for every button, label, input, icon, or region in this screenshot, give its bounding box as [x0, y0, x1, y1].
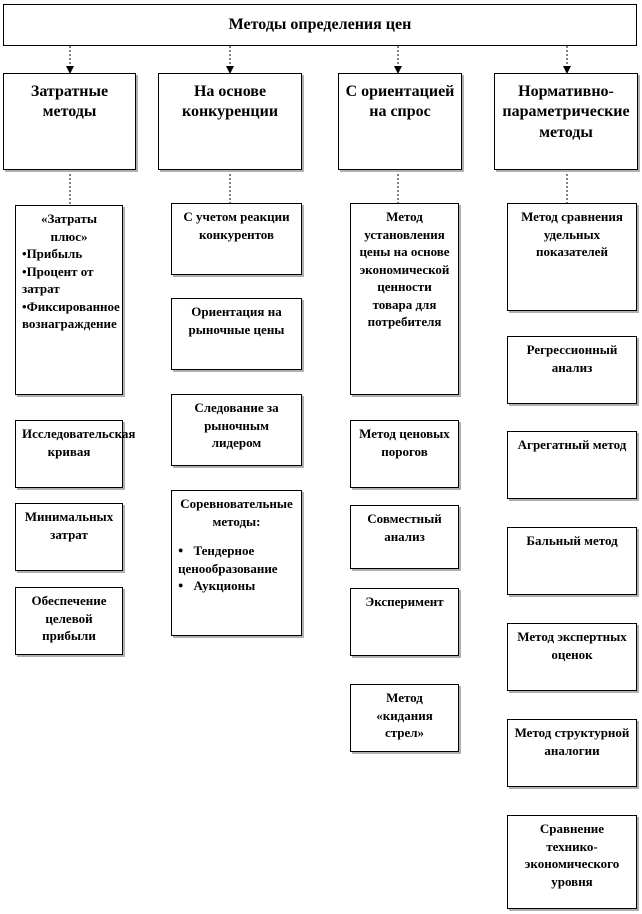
- column-header-normative: Нормативно-параметрические методы: [494, 73, 638, 170]
- list-item: Аукционы: [178, 577, 295, 595]
- bullet-item: •Прибыль: [22, 246, 83, 262]
- column-header-competition: На основе конкуренции: [158, 73, 302, 170]
- method-target-profit: Обеспечение целевой прибыли: [15, 587, 123, 655]
- bullet-item: •Процент от затрат: [22, 263, 94, 297]
- method-regression-analysis: Регрессионный анализ: [507, 336, 637, 404]
- column-header-cost-methods: Затратные методы: [3, 73, 136, 170]
- method-competitive: Соревновательные методы: Тендерное ценоо…: [171, 490, 302, 636]
- method-conjoint-analysis: Совместный анализ: [350, 505, 459, 569]
- method-technical-economic-level: Сравнение технико-экономического уровня: [507, 815, 637, 909]
- method-price-thresholds: Метод ценовых порогов: [350, 420, 459, 488]
- method-aggregate: Агрегатный метод: [507, 431, 637, 499]
- method-market-leader: Следование за рыночным лидером: [171, 394, 302, 466]
- method-cost-plus-heading: «Затраты плюс»: [41, 211, 97, 244]
- method-research-curve: Исследовательская кривая: [15, 420, 135, 488]
- method-market-price-orientation: Ориентация на рыночные цены: [171, 298, 302, 370]
- method-experiment: Эксперимент: [350, 588, 459, 656]
- method-minimum-cost: Минимальных затрат: [15, 503, 123, 571]
- method-structural-analogy: Метод структурной аналогии: [507, 719, 637, 787]
- method-cost-plus: «Затраты плюс» •Прибыль •Процент от затр…: [15, 205, 123, 395]
- method-competitive-heading: Соревновательные методы:: [180, 496, 293, 529]
- method-point-score: Бальный метод: [507, 527, 637, 595]
- bullet-text: Прибыль: [26, 246, 83, 262]
- method-dart-throwing: Метод «кидания стрел»: [350, 684, 459, 752]
- column-header-demand: С ориентацией на спрос: [338, 73, 462, 170]
- bullet-item: •Фиксированное вознаграждение: [22, 298, 120, 332]
- method-economic-value: Метод установления цены на основе эконом…: [350, 203, 459, 395]
- competitive-methods-list: Тендерное ценообразование Аукционы: [178, 542, 295, 595]
- method-competitor-reaction: С учетом реакции конкурентов: [171, 203, 302, 275]
- method-specific-indicators: Метод сравнения удельных показателей: [507, 203, 637, 311]
- list-item: Тендерное ценообразование: [178, 542, 295, 577]
- bullet-text: Процент от затрат: [22, 263, 94, 297]
- diagram-title: Методы определения цен: [3, 4, 637, 46]
- bullet-text: Фиксированное вознаграждение: [22, 298, 120, 332]
- method-expert-assessment: Метод экспертных оценок: [507, 623, 637, 691]
